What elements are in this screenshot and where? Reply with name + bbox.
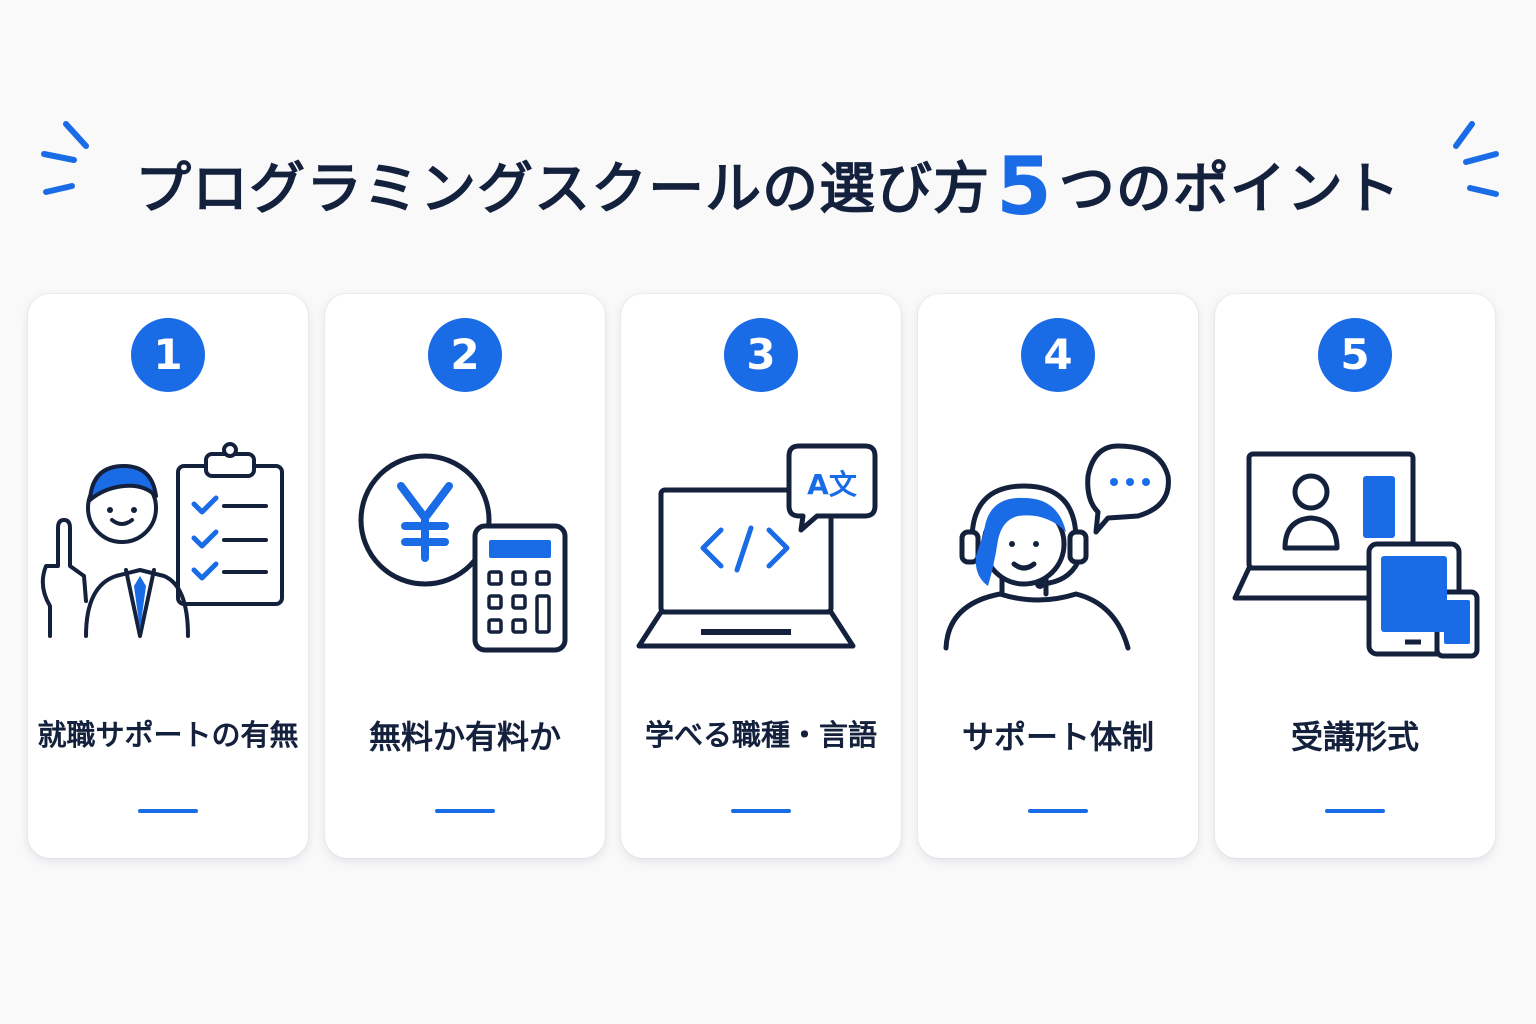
multi-device-video-icon [1232,451,1480,659]
title-number: 5 [996,140,1053,233]
point-number-badge: 4 [1021,318,1095,392]
title-prefix: プログラミングスクールの選び方 [135,157,991,222]
point-number-badge: 5 [1318,318,1392,392]
label-underline [731,809,791,813]
advisor-with-checklist-icon [40,442,284,638]
point-label: サポート体制 [961,718,1154,756]
point-number-badge: 2 [428,318,502,392]
point-number-badge: 1 [131,318,205,392]
right-sparkle-icon [1453,121,1499,197]
point-card-4: 4 サポート体制 [918,294,1198,858]
label-underline [435,809,495,813]
point-card-2: 2 無料か有料か [325,294,605,858]
title-suffix: つのポイント [1058,157,1401,222]
label-underline [1325,809,1385,813]
point-card-3: 3 A文 学べる職種・言語 [621,294,901,858]
points-list: 1 [28,294,1498,860]
point-label: 無料か有料か [368,718,561,756]
left-sparkle-icon [41,121,89,195]
point-card-1: 1 [28,294,308,858]
point-card-5: 5 受講形式 [1215,294,1495,858]
svg-text:A文: A文 [807,468,857,501]
label-underline [1028,809,1088,813]
label-underline [138,809,198,813]
point-label: 受講形式 [1290,718,1419,756]
point-label: 就職サポートの有無 [37,718,299,752]
yen-calculator-icon [358,453,568,653]
point-label: 学べる職種・言語 [644,718,877,752]
support-headset-chat-icon [943,443,1171,651]
point-number-badge: 3 [724,318,798,392]
laptop-code-translate-icon: A文 [636,443,878,649]
